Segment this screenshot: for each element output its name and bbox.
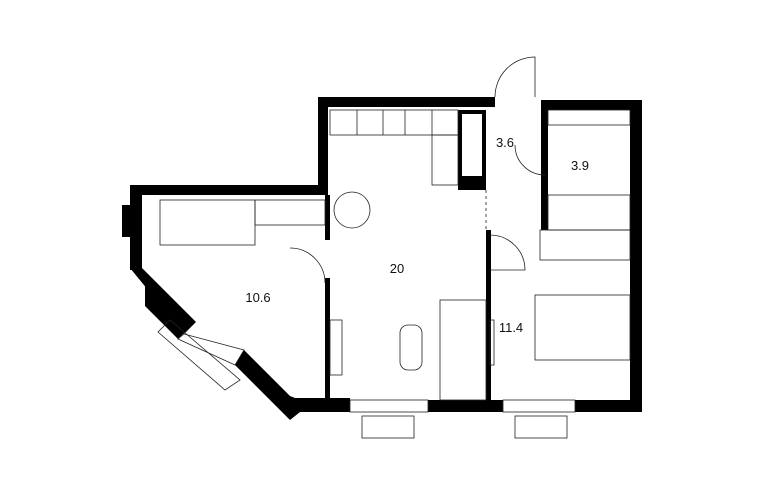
room-area-bedroom-right: 11.4 (499, 320, 523, 335)
furniture (159, 109, 631, 401)
windows (157, 319, 576, 439)
room-labels: 20 10.6 3.6 3.9 11.4 (245, 135, 589, 335)
room-area-hallway: 3.6 (496, 135, 514, 150)
walls (122, 97, 642, 420)
doors (289, 56, 546, 284)
room-area-bathroom: 3.9 (571, 158, 589, 173)
room-area-bedroom-left: 10.6 (245, 290, 270, 305)
room-area-kitchen-living: 20 (390, 261, 404, 276)
